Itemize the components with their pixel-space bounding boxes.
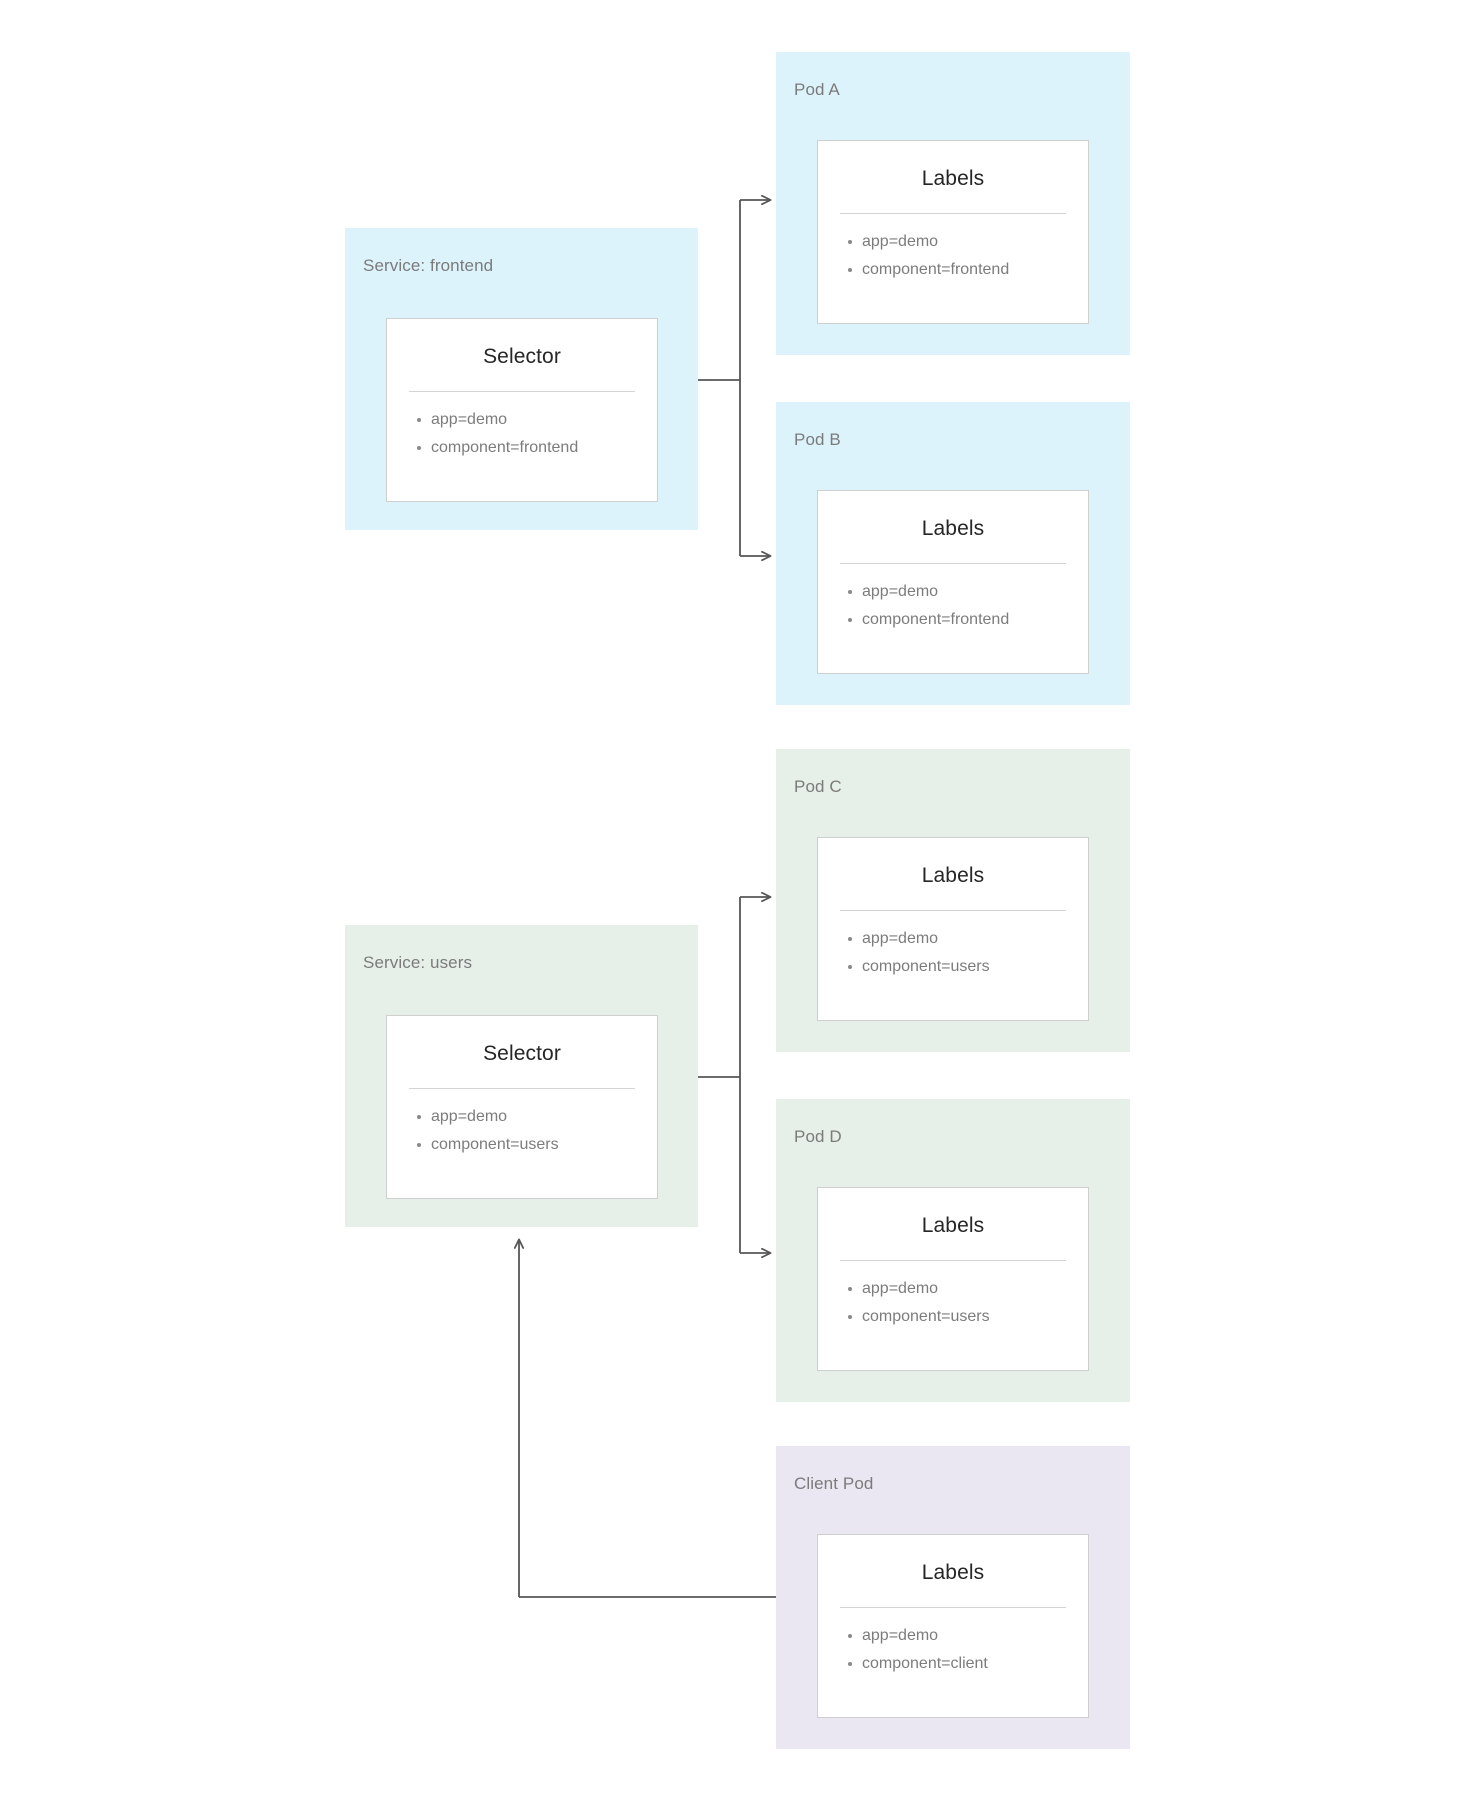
card-divider bbox=[840, 1607, 1066, 1608]
card-divider bbox=[840, 1260, 1066, 1261]
card-divider bbox=[840, 563, 1066, 564]
list-item: component=users bbox=[848, 953, 1088, 981]
pod-d-group[interactable]: Pod D Labels app=demo component=users bbox=[776, 1099, 1130, 1402]
list-item: component=frontend bbox=[417, 434, 657, 462]
pod-a-labels-card[interactable]: Labels app=demo component=frontend bbox=[817, 140, 1089, 324]
client-pod-group[interactable]: Client Pod Labels app=demo component=cli… bbox=[776, 1446, 1130, 1749]
service-frontend-group[interactable]: Service: frontend Selector app=demo comp… bbox=[345, 228, 698, 530]
pod-c-labels-list: app=demo component=users bbox=[818, 911, 1088, 981]
pod-b-group[interactable]: Pod B Labels app=demo component=frontend bbox=[776, 402, 1130, 705]
service-users-selector-list: app=demo component=users bbox=[387, 1089, 657, 1159]
service-frontend-title: Service: frontend bbox=[363, 256, 494, 275]
pod-d-title: Pod D bbox=[794, 1127, 842, 1146]
list-item: component=users bbox=[417, 1131, 657, 1159]
list-item: app=demo bbox=[848, 578, 1088, 606]
pod-a-title: Pod A bbox=[794, 80, 840, 99]
pod-b-title: Pod B bbox=[794, 430, 841, 449]
list-item: component=frontend bbox=[848, 256, 1088, 284]
list-item: app=demo bbox=[848, 925, 1088, 953]
list-item: app=demo bbox=[848, 1275, 1088, 1303]
connector-frontend-to-pods bbox=[698, 194, 772, 562]
pod-a-labels-list: app=demo component=frontend bbox=[818, 214, 1088, 284]
list-item: app=demo bbox=[417, 406, 657, 434]
pod-d-labels-list: app=demo component=users bbox=[818, 1261, 1088, 1331]
list-item: component=client bbox=[848, 1650, 1088, 1678]
pod-c-group[interactable]: Pod C Labels app=demo component=users bbox=[776, 749, 1130, 1052]
card-divider bbox=[409, 391, 635, 392]
service-users-title: Service: users bbox=[363, 953, 473, 972]
client-pod-labels-list: app=demo component=client bbox=[818, 1608, 1088, 1678]
service-users-group[interactable]: Service: users Selector app=demo compone… bbox=[345, 925, 698, 1227]
pod-d-labels-card[interactable]: Labels app=demo component=users bbox=[817, 1187, 1089, 1371]
pod-c-title: Pod C bbox=[794, 777, 842, 796]
pod-b-labels-list: app=demo component=frontend bbox=[818, 564, 1088, 634]
client-pod-labels-card[interactable]: Labels app=demo component=client bbox=[817, 1534, 1089, 1718]
connector-client-to-users bbox=[513, 1238, 776, 1598]
list-item: component=users bbox=[848, 1303, 1088, 1331]
pod-b-labels-card[interactable]: Labels app=demo component=frontend bbox=[817, 490, 1089, 674]
service-frontend-selector-list: app=demo component=frontend bbox=[387, 392, 657, 462]
pod-c-labels-card[interactable]: Labels app=demo component=users bbox=[817, 837, 1089, 1021]
service-users-selector-card[interactable]: Selector app=demo component=users bbox=[386, 1015, 658, 1199]
service-users-card-heading: Selector bbox=[483, 1042, 561, 1065]
list-item: app=demo bbox=[848, 1622, 1088, 1650]
connector-users-to-pods bbox=[698, 891, 772, 1259]
list-item: app=demo bbox=[848, 228, 1088, 256]
service-frontend-card-heading: Selector bbox=[483, 345, 561, 368]
pod-a-card-heading: Labels bbox=[921, 167, 985, 190]
pod-b-card-heading: Labels bbox=[921, 517, 985, 540]
pod-c-card-heading: Labels bbox=[921, 864, 985, 887]
client-pod-card-heading: Labels bbox=[921, 1561, 985, 1584]
card-divider bbox=[840, 213, 1066, 214]
pod-d-card-heading: Labels bbox=[921, 1214, 985, 1237]
card-divider bbox=[840, 910, 1066, 911]
list-item: app=demo bbox=[417, 1103, 657, 1131]
client-pod-title: Client Pod bbox=[794, 1474, 874, 1493]
card-divider bbox=[409, 1088, 635, 1089]
list-item: component=frontend bbox=[848, 606, 1088, 634]
pod-a-group[interactable]: Pod A Labels app=demo component=frontend bbox=[776, 52, 1130, 355]
service-frontend-selector-card[interactable]: Selector app=demo component=frontend bbox=[386, 318, 658, 502]
